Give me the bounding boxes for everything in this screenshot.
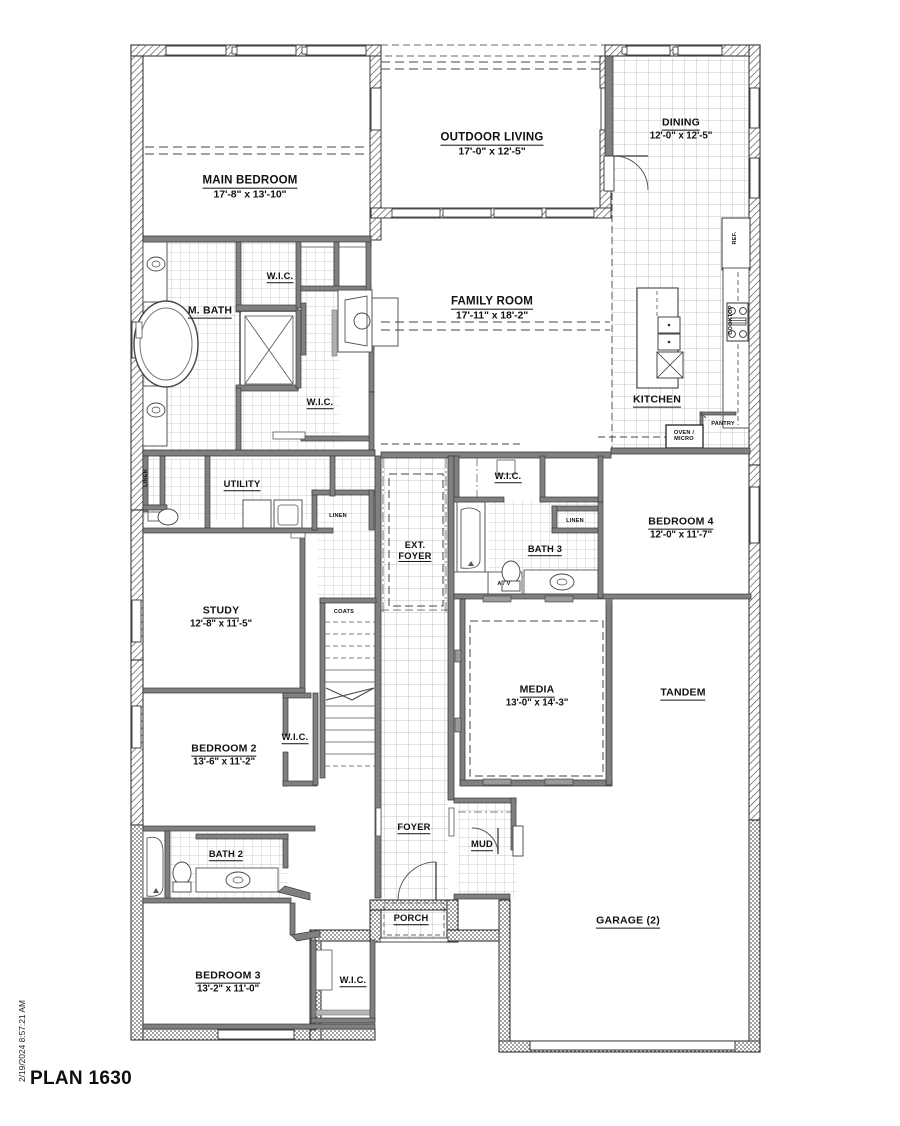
tile-floor-regions (143, 58, 748, 938)
timestamp-watermark: 2/19/2024 8:57:21 AM (17, 1000, 27, 1082)
page-title: PLAN 1630 (30, 1068, 132, 1089)
wall-layer (130, 44, 761, 1053)
